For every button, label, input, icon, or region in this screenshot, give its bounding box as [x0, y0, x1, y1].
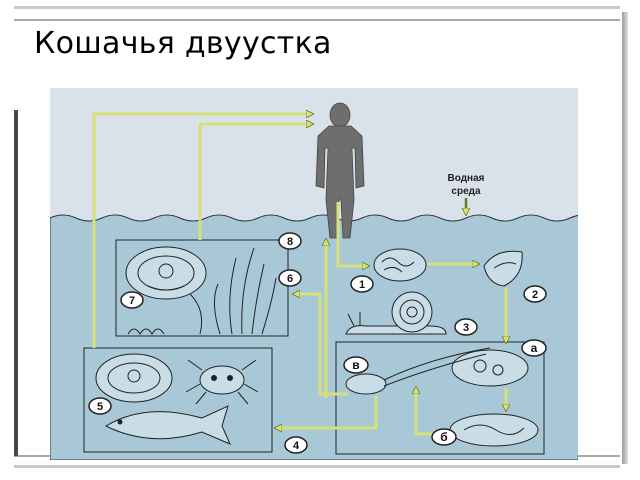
miracidium-icon [483, 250, 523, 287]
stage-badge-8: 8 [278, 232, 302, 250]
svg-text:3: 3 [463, 322, 469, 334]
slide-frame-right [622, 12, 628, 464]
slide-title: Кошачья двуустка [34, 26, 332, 61]
svg-text:5: 5 [97, 401, 103, 413]
svg-text:б: б [440, 430, 447, 444]
svg-text:4: 4 [293, 440, 300, 452]
crab-icon [185, 359, 259, 405]
svg-text:6: 6 [287, 273, 293, 285]
svg-text:1: 1 [359, 279, 365, 291]
svg-text:а: а [531, 341, 538, 355]
stage-badge-b: б [431, 428, 457, 446]
fish-icon [104, 405, 231, 445]
svg-text:в: в [352, 358, 359, 372]
slide-frame-top [14, 6, 620, 21]
stage-badge-5: 5 [88, 397, 112, 415]
stage-badge-a: а [521, 339, 547, 357]
svg-text:8: 8 [287, 236, 293, 248]
stage-badge-4: 4 [284, 436, 308, 454]
sporocyst-icon-a [451, 349, 529, 387]
water-label-line1: Водная [448, 173, 485, 184]
stage-badge-v: в [343, 356, 369, 374]
stage-badge-7: 7 [120, 291, 144, 309]
metacercaria-cyst-icon-7 [125, 246, 207, 300]
svg-text:2: 2 [532, 289, 538, 301]
metacercaria-cyst-icon-5 [95, 353, 173, 403]
stage-badge-3: 3 [454, 318, 478, 336]
cercaria-icon-v [345, 347, 491, 395]
egg-icon [373, 248, 427, 282]
stage-badge-1: 1 [350, 275, 374, 293]
human-host-icon [315, 102, 365, 239]
water-label-line2: среда [451, 186, 481, 197]
snail-icon [345, 291, 447, 335]
redia-icon-b [449, 413, 539, 447]
svg-text:7: 7 [129, 295, 135, 307]
lifecycle-diagram: Водная среда [50, 88, 578, 460]
water-plants-icon [127, 247, 277, 335]
stage-badge-2: 2 [523, 285, 547, 303]
stage-badge-6: 6 [278, 269, 302, 287]
slide-frame-left [14, 110, 18, 456]
